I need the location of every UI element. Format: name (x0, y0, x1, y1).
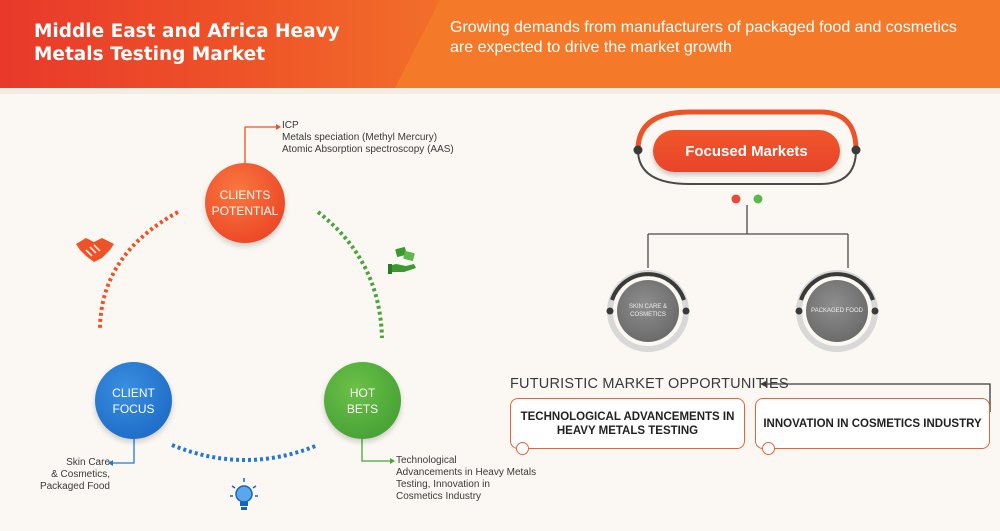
arc-green (316, 210, 384, 339)
page-subtitle: Growing demands from manufacturers of pa… (450, 19, 957, 56)
opportunity-line: INNOVATION IN COSMETICS INDUSTRY (763, 417, 982, 430)
red-dot (731, 194, 741, 204)
connector-left (113, 439, 135, 464)
market-label-line: COSMETICS (630, 312, 666, 318)
header-title-panel (0, 0, 440, 88)
hot-bets-notes: Technological Advancements in Heavy Meta… (396, 455, 576, 503)
futuristic-title: FUTURISTIC MARKET OPPORTUNITIES (510, 376, 789, 392)
hot-bets-circle: HOT BETS (324, 362, 401, 439)
client-focus-label-1: CLIENT (112, 385, 155, 400)
page-title: Middle East and Africa Heavy Metals Test… (34, 21, 340, 65)
note-line: ICP (282, 120, 299, 131)
market-label-line: SKIN CARE & (628, 304, 667, 310)
header-divider (0, 88, 1000, 94)
market-label-line: PACKAGED FOOD (811, 308, 863, 314)
box-dot (516, 442, 529, 455)
market-skin-care-cosmetics: SKIN CARE & COSMETICS (617, 280, 679, 342)
note-line: Cosmetics Industry (396, 491, 482, 502)
opportunity-line: TECHNOLOGICAL ADVANCEMENTS IN (520, 410, 735, 423)
market-packaged-food: PACKAGED FOOD (806, 280, 868, 342)
clients-potential-circle: CLIENTS POTENTIAL (205, 163, 285, 243)
opportunity-line: HEAVY METALS TESTING (556, 424, 699, 437)
header-banner: Middle East and Africa Heavy Metals Test… (0, 0, 1000, 88)
clients-potential-label-1: CLIENTS (219, 188, 271, 202)
note-line: Packaged Food (39, 481, 110, 492)
fm-frame-top (635, 109, 859, 151)
note-line: Technological (396, 455, 457, 466)
note-line: Testing, Innovation in (396, 479, 490, 490)
note-line: Advancements in Heavy Metals (396, 467, 537, 478)
note-line: & Cosmetics, (51, 469, 110, 480)
money-hand-icon (388, 247, 416, 274)
opportunity-box-cosmetics: INNOVATION IN COSMETICS INDUSTRY (755, 398, 990, 449)
arc-blue (171, 443, 319, 462)
clients-potential-notes: ICP Metals speciation (Methyl Mercury) A… (282, 120, 522, 156)
client-focus-label-2: FOCUS (112, 401, 155, 416)
opportunity-box-tech: TECHNOLOGICAL ADVANCEMENTS IN HEAVY META… (510, 398, 745, 449)
lightbulb-icon (230, 478, 258, 510)
box-dot (762, 442, 775, 455)
green-dot (753, 194, 763, 204)
fm-frame-bottom (637, 149, 857, 185)
clients-potential-label-2: POTENTIAL (211, 204, 279, 218)
focused-markets-title: Focused Markets (653, 130, 840, 172)
tree-connectors (647, 205, 849, 268)
connector-top (244, 126, 276, 163)
hot-bets-label-2: BETS (346, 401, 379, 416)
arc-orange (98, 210, 179, 331)
connector-right (361, 439, 390, 462)
handshake-icon (76, 238, 114, 262)
note-line: Atomic Absorption spectroscopy (AAS) (282, 144, 454, 155)
hot-bets-label-1: HOT (349, 385, 376, 400)
client-focus-circle: CLIENT FOCUS (95, 362, 172, 439)
note-line: Skin Care (66, 457, 110, 468)
note-line: Metals speciation (Methyl Mercury) (282, 132, 438, 143)
client-focus-notes: Skin Care & Cosmetics, Packaged Food (20, 457, 110, 493)
futuristic-connector (766, 383, 991, 412)
